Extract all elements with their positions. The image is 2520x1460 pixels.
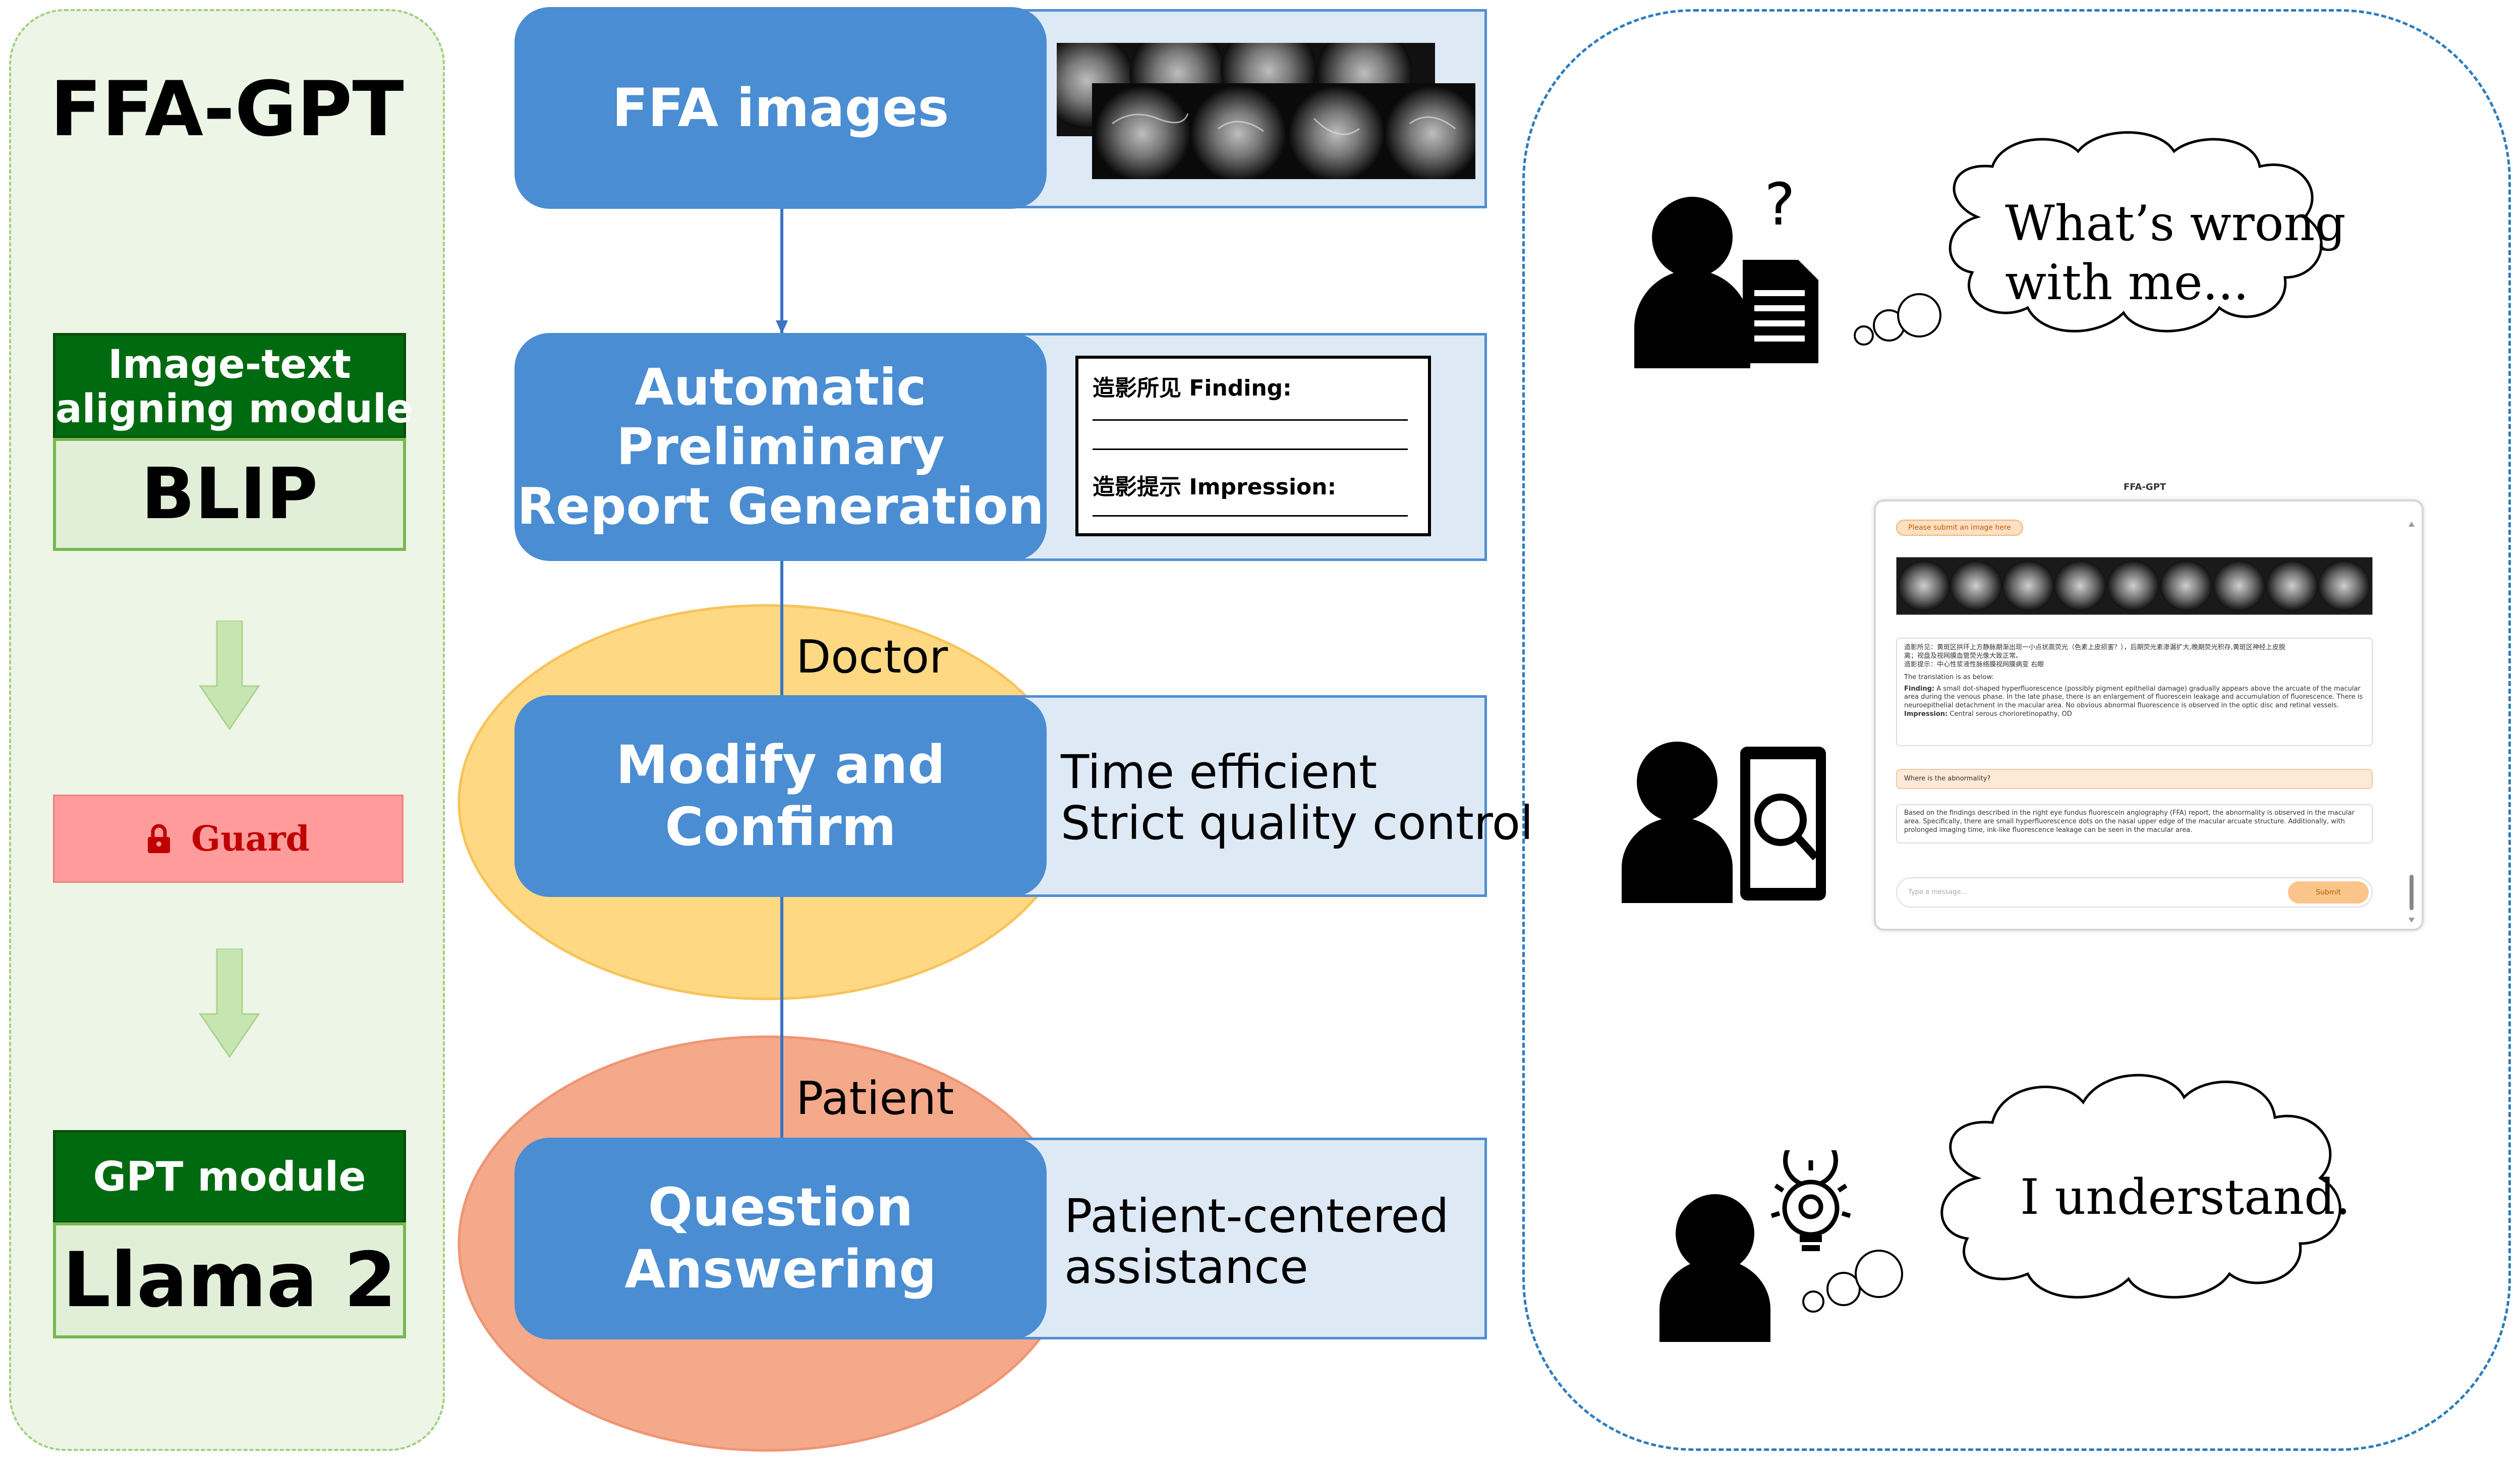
impression-text: Central serous chorioretinopathy, OD <box>1950 710 2072 718</box>
chat-window: Please submit an image here 造影所见：黄斑区拱环上方… <box>1874 499 2424 931</box>
step-ffa-images: FFA images <box>514 7 1047 209</box>
step-band-modify <box>989 695 1487 897</box>
answer-thought-cloud <box>1802 1074 2341 1313</box>
module-header-line: Image-text <box>108 342 351 387</box>
benefit-line: Strict quality control <box>1061 796 1533 851</box>
patient-role-label: Patient <box>796 1072 954 1125</box>
message-input[interactable]: Type a message... Submit <box>1896 877 2373 908</box>
step-band-qa <box>989 1138 1487 1339</box>
submit-button[interactable]: Submit <box>2288 881 2369 904</box>
message-placeholder: Type a message... <box>1908 888 1967 896</box>
step-label-line: Confirm <box>665 796 896 858</box>
svg-text:?: ? <box>1764 177 1795 239</box>
user-question-bubble: Where is the abnormality? <box>1896 769 2373 789</box>
scroll-up-icon[interactable] <box>2409 522 2415 527</box>
finding-label: 造影所见 Finding: <box>1093 375 1292 401</box>
cloud-line: with me... <box>2005 254 2249 311</box>
image-text-module-header: Image-text aligning module <box>53 333 413 439</box>
step-label: FFA images <box>612 77 949 139</box>
benefit-line: Patient-centered <box>1064 1189 1449 1243</box>
step-label-line: Automatic <box>635 358 927 417</box>
benefit-line: Time efficient <box>1061 745 1378 799</box>
scroll-down-icon[interactable] <box>2409 918 2415 923</box>
ffa-image-collage <box>1057 43 1475 179</box>
report-line <box>1093 448 1408 450</box>
blip-module-box: BLIP <box>53 438 406 551</box>
confused-patient-icon: ? <box>1634 177 1818 368</box>
translation-finding: Finding: A small dot-shaped hyperfluores… <box>1904 685 2365 711</box>
image-upload-tag[interactable]: Please submit an image here <box>1896 520 2023 536</box>
doctor-benefits: Time efficient Strict quality control <box>1061 747 1533 849</box>
step-report-generation: Automatic Preliminary Report Generation <box>514 333 1047 561</box>
llama-module-box: Llama 2 <box>53 1222 406 1338</box>
translation-intro: The translation is as below: <box>1904 673 1994 681</box>
report-message: 造影所见：黄斑区拱环上方静脉期渐出现一小点状高荧光（色素上皮损害？），后期荧光素… <box>1896 638 2373 746</box>
uploaded-ffa-image <box>1896 557 2373 615</box>
step-question-answering: Question Answering <box>514 1138 1047 1339</box>
report-text-line: 造影提示：中心性浆液性脉络膜视网膜病变 右眼 <box>1904 660 2044 668</box>
chat-window-title: FFA-GPT <box>2124 482 2166 492</box>
report-text-line: 离；视盘及视网膜血管荧光像大致正常。 <box>1904 652 2023 660</box>
system-title: FFA-GPT <box>50 66 404 153</box>
cloud-line: What’s wrong <box>2005 195 2346 252</box>
step-modify-confirm: Modify and Confirm <box>514 695 1047 897</box>
step-label-line: Question <box>648 1176 913 1239</box>
step-label-line: Answering <box>624 1239 937 1300</box>
finding-label: Finding: <box>1904 685 1935 693</box>
step-label-line: Modify and <box>616 734 945 796</box>
gpt-module-header: GPT module <box>53 1130 406 1223</box>
report-text-line: 造影所见：黄斑区拱环上方静脉期渐出现一小点状高荧光（色素上皮损害？），后期荧光素… <box>1904 644 2285 651</box>
guard-box: Guard <box>53 795 404 883</box>
report-template-card: 造影所见 Finding: 造影提示 Impression: <box>1075 356 1431 536</box>
doctor-role-label: Doctor <box>796 631 948 684</box>
patient-benefits: Patient-centered assistance <box>1064 1191 1449 1293</box>
patient-with-phone-icon <box>1622 742 1826 903</box>
step-label-line: Report Generation <box>517 477 1044 536</box>
question-cloud-text: What’s wrong with me... <box>2005 194 2346 312</box>
guard-label: Guard <box>191 818 310 859</box>
impression-label: Impression: <box>1904 710 1948 718</box>
translation-impression: Impression: Central serous chorioretinop… <box>1904 710 2365 719</box>
benefit-line: assistance <box>1064 1240 1308 1295</box>
report-line <box>1093 419 1408 421</box>
right-panel <box>1522 9 2511 1451</box>
down-arrow <box>199 948 260 1058</box>
chat-scrollbar[interactable] <box>2409 522 2415 923</box>
report-line <box>1093 515 1408 517</box>
down-arrow <box>199 621 260 731</box>
question-thought-cloud <box>1854 131 2323 346</box>
bot-answer-bubble: Based on the findings described in the r… <box>1896 804 2373 844</box>
scroll-thumb[interactable] <box>2410 875 2414 910</box>
finding-text: A small dot-shaped hyperfluorescence (po… <box>1904 685 2363 710</box>
step-label-line: Preliminary <box>616 417 945 476</box>
understanding-patient-icon <box>1659 1150 1851 1342</box>
answer-cloud-text: I understand. <box>2020 1169 2351 1225</box>
module-header-line: aligning module <box>55 386 413 432</box>
impression-label: 造影提示 Impression: <box>1093 474 1337 500</box>
lock-icon <box>148 824 170 853</box>
